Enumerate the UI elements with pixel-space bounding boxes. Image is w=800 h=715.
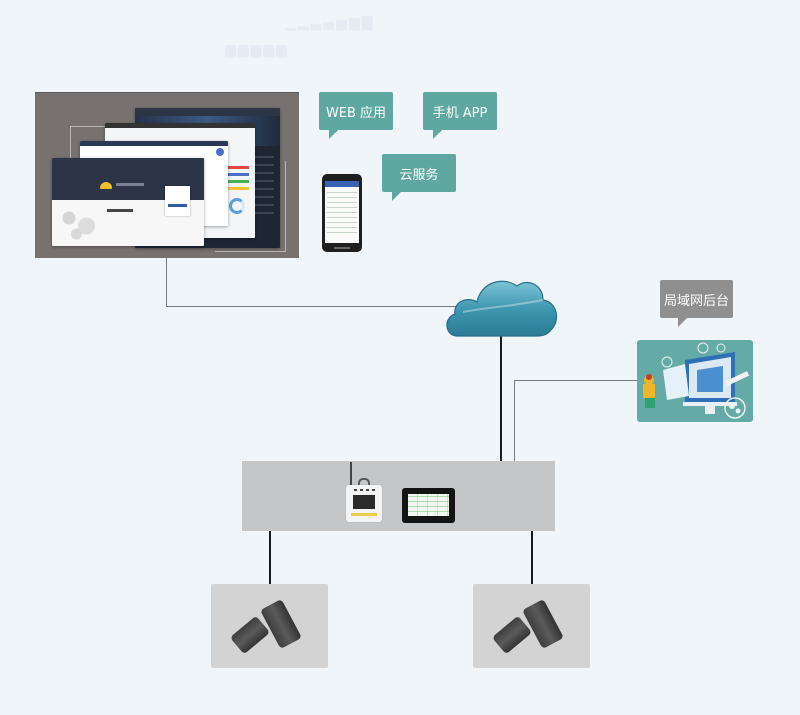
connector-lan-to-gateway-horizontal: [514, 380, 638, 381]
sensor-probe-icon: [229, 615, 271, 655]
sensor-card-1: [211, 584, 328, 668]
login-form: [165, 186, 190, 216]
touch-screen-display-device: [402, 488, 455, 523]
login-window-screenshot: [52, 158, 204, 246]
mobile-phone-icon: [322, 174, 362, 252]
mobile-app-label: 手机 APP: [432, 105, 488, 121]
connector-gateway-to-sensor-2: [531, 531, 533, 584]
world-map-graphic: [54, 202, 104, 242]
sensor-probe-icon: [260, 598, 302, 650]
software-screenshots-panel: [35, 92, 299, 258]
cloud-icon: [446, 280, 558, 337]
web-app-bubble: WEB 应用: [319, 92, 393, 139]
connector-software-to-cloud-horizontal: [166, 306, 456, 307]
sensor-probe-icon: [491, 615, 533, 655]
web-app-label: WEB 应用: [325, 105, 387, 121]
lan-backend-label: 局域网后台: [663, 293, 729, 309]
sensor-probe-icon: [522, 598, 564, 650]
computer-illustration-icon: [643, 342, 750, 419]
frame-line: [215, 161, 286, 252]
connector-lan-to-gateway-vertical: [514, 380, 515, 461]
cloud-service-bubble: 云服务: [382, 154, 456, 201]
antenna-icon: [350, 462, 352, 486]
antenna-cable: [358, 478, 370, 488]
cloud-service-label: 云服务: [399, 167, 439, 183]
sensor-card-2: [473, 584, 590, 668]
mobile-app-bubble: 手机 APP: [423, 92, 497, 139]
gateway-box: [242, 461, 555, 531]
connector-software-to-cloud-vertical: [166, 257, 167, 306]
wireless-data-logger-device: [346, 485, 382, 522]
watermark-text: ▁▂▃▄▅▆▇: [285, 15, 375, 31]
cloud-logo-icon: [100, 182, 112, 189]
lan-backend-bubble: 局域网后台: [660, 280, 733, 327]
connector-gateway-to-sensor-1: [269, 527, 271, 584]
connector-cloud-to-gateway: [500, 335, 502, 461]
watermark-text: ▆▆▆▆▆: [225, 42, 289, 58]
lan-backend-illustration: [637, 340, 753, 422]
